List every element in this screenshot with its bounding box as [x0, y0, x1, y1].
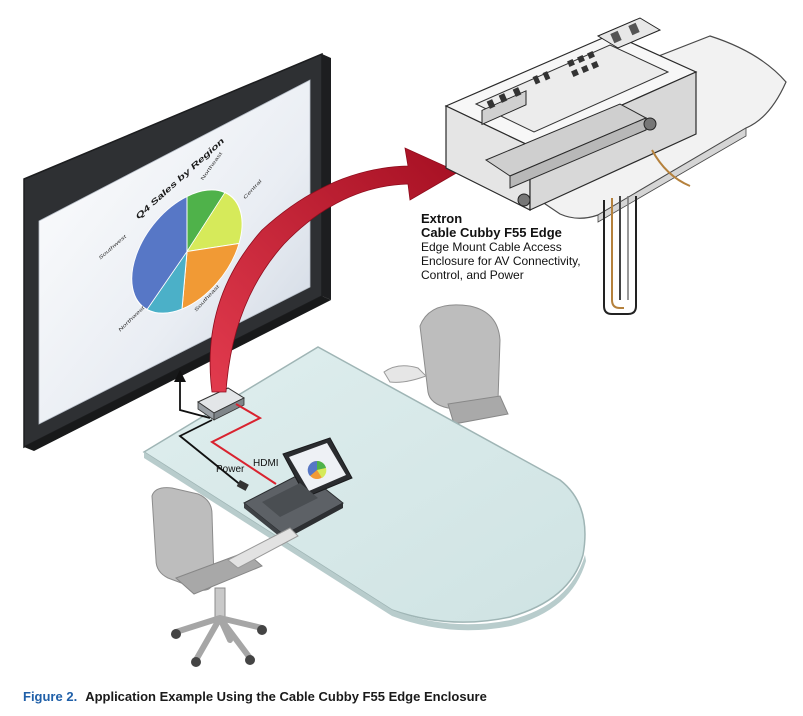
cable-cubby-enclosure-detail: [444, 17, 787, 315]
laptop: [243, 437, 353, 540]
callout-line-2: Enclosure for AV Connectivity,: [421, 254, 581, 268]
product-callout: Extron Cable Cubby F55 Edge Edge Mount C…: [421, 211, 581, 283]
callout-brand: Extron: [421, 211, 463, 226]
pie-slice-southeast: [181, 242, 240, 310]
hdmi-label: HDMI: [253, 458, 279, 469]
chair-back-right: [383, 304, 509, 425]
figure-caption-text: Application Example Using the Cable Cubb…: [85, 689, 487, 704]
chair-front: [151, 487, 299, 667]
power-label: Power: [216, 464, 245, 475]
power-cable: [178, 419, 243, 487]
pie-slice-central: [186, 191, 243, 253]
pie-slice-southwest: [131, 195, 188, 311]
callout-model: Cable Cubby F55 Edge: [421, 225, 562, 240]
figure-caption: Figure 2. Application Example Using the C…: [23, 689, 487, 704]
callout-line-3: Control, and Power: [421, 268, 524, 282]
callout-line-1: Edge Mount Cable Access: [421, 240, 562, 254]
figure-number: Figure 2.: [23, 689, 78, 704]
monitor-cable: [179, 378, 211, 419]
hdmi-cable: [209, 403, 277, 485]
